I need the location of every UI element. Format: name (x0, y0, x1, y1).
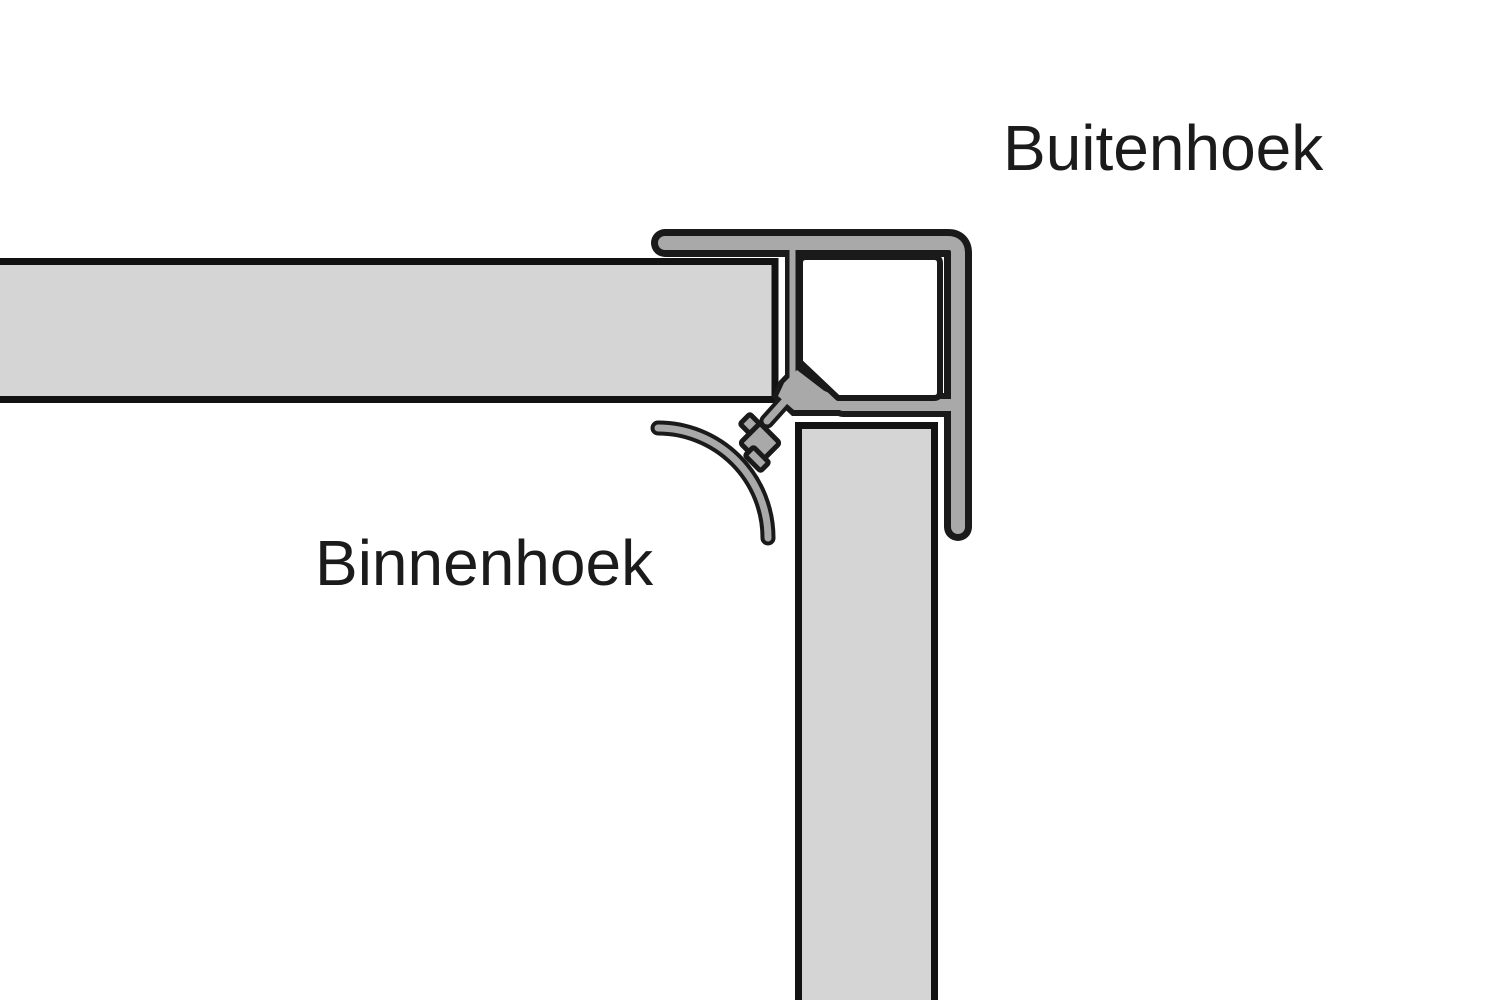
profile-hollow-channel (797, 254, 943, 401)
panel-vertical (795, 422, 938, 1000)
outer-corner-profile (651, 229, 972, 541)
label-inner-corner: Binnenhoek (315, 527, 654, 599)
inner-corner-profile (650, 420, 776, 546)
panel-horizontal (0, 258, 779, 403)
hook-joint (738, 412, 782, 473)
label-outer-corner: Buitenhoek (1003, 112, 1324, 184)
